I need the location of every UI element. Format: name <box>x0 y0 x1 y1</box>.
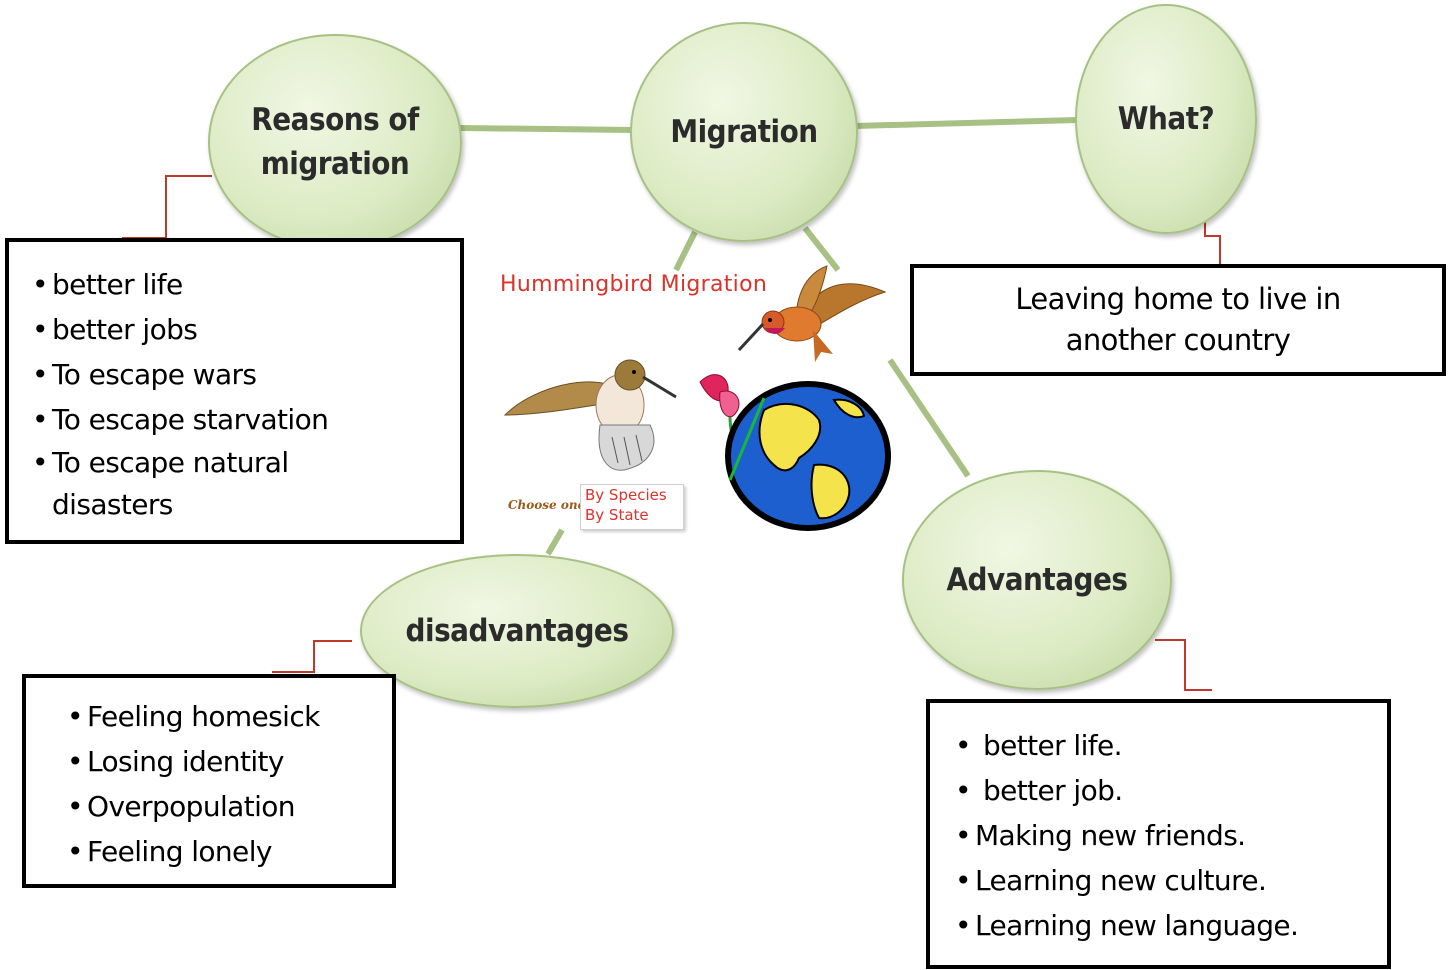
advantage-item: Making new friends. <box>955 813 1387 858</box>
reason-item: To escape natural disasters <box>32 442 352 526</box>
advantages-box: better life. better job. Making new frie… <box>926 699 1391 969</box>
node-reasons: Reasons of migration <box>208 34 462 250</box>
callout-reasons <box>122 175 212 239</box>
globe-icon <box>725 381 891 531</box>
disadvantage-item: Losing identity <box>67 739 392 784</box>
reason-item: better life <box>32 262 460 307</box>
hummingbird-migration-title: Hummingbird Migration <box>500 272 768 297</box>
advantage-item: Learning new culture. <box>955 858 1387 903</box>
callout-advantages <box>1155 639 1212 691</box>
option-by-species[interactable]: By Species <box>585 486 667 504</box>
disadvantage-item: Feeling homesick <box>67 694 392 739</box>
node-migration: Migration <box>630 22 858 242</box>
disadvantage-item: Overpopulation <box>67 784 392 829</box>
reason-item: To escape starvation <box>32 397 460 442</box>
reasons-box: better life better jobs To escape wars T… <box>5 238 464 544</box>
node-reasons-label: Reasons of migration <box>251 102 419 182</box>
disadvantage-item: Feeling lonely <box>67 829 392 874</box>
option-by-state[interactable]: By State <box>585 506 649 524</box>
node-advantages: Advantages <box>902 470 1172 690</box>
node-disadvantages: disadvantages <box>360 554 674 708</box>
hummingbird-flying-icon <box>737 265 887 362</box>
disadvantages-box: Feeling homesick Losing identity Overpop… <box>22 674 396 888</box>
link-center-advantages <box>802 226 841 272</box>
advantage-item: Learning new language. <box>955 903 1387 948</box>
link-center-reasons <box>459 125 633 133</box>
choose-options: By Species By State <box>580 484 684 530</box>
node-what: What? <box>1075 4 1257 234</box>
node-disadvantages-label: disadvantages <box>405 613 629 649</box>
advantage-item: better life. <box>955 723 1387 768</box>
node-migration-label: Migration <box>670 114 818 150</box>
link-to-disadvantages <box>545 528 565 556</box>
advantage-item: better job. <box>955 768 1387 813</box>
what-answer-text: Leaving home to live in another country <box>1015 282 1341 357</box>
choose-one-label: Choose one <box>508 498 586 512</box>
node-what-label: What? <box>1117 101 1215 137</box>
node-advantages-label: Advantages <box>946 562 1128 598</box>
callout-disadvantages <box>272 640 352 673</box>
link-center-what <box>854 117 1079 129</box>
what-answer-box: Leaving home to live in another country <box>910 264 1446 376</box>
reason-item: better jobs <box>32 307 460 352</box>
link-to-advantages <box>887 358 971 478</box>
reason-item: To escape wars <box>32 352 460 397</box>
hummingbird-perched-icon <box>503 359 677 471</box>
link-center-bird <box>673 230 698 272</box>
